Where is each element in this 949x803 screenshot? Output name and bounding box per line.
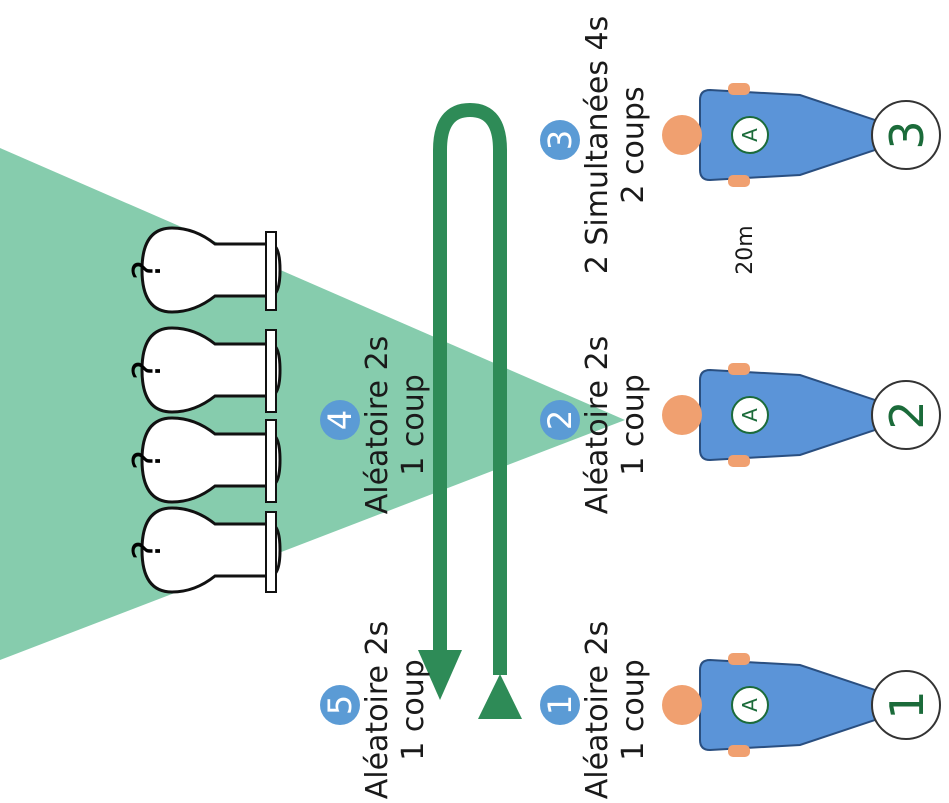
station-line1: Aléatoire 2s — [360, 336, 395, 515]
target-question-mark: ? — [125, 260, 169, 280]
station-number: 4 — [321, 410, 359, 430]
shooter-1: A — [661, 652, 909, 758]
station-badge — [320, 685, 360, 725]
station-line1: Aléatoire 2s — [580, 336, 615, 515]
shooter-letter: A — [738, 408, 762, 422]
shooter-letter: A — [738, 128, 762, 142]
station-line2: 1 coup — [616, 374, 651, 476]
station-badge — [320, 400, 360, 440]
target-rail — [265, 231, 277, 311]
station-label-4: 4 Aléatoire 2s 1 coup — [320, 336, 431, 515]
station-label-1: 1 Aléatoire 2s 1 coup — [540, 621, 651, 800]
position-number: 1 — [880, 690, 934, 719]
target-question-mark: ? — [125, 450, 169, 470]
station-line2: 2 coups — [616, 86, 651, 203]
station-line1: Aléatoire 2s — [360, 621, 395, 800]
station-number: 3 — [541, 130, 579, 150]
station-label-2: 2 Aléatoire 2s 1 coup — [540, 336, 651, 515]
station-label-5: 5 Aléatoire 2s 1 coup — [320, 621, 431, 800]
target-rail — [265, 419, 277, 503]
target-question-mark: ? — [125, 360, 169, 380]
station-badge — [540, 400, 580, 440]
shooting-zone — [0, 148, 625, 660]
station-label-3: 3 2 Simultanées 4s 2 coups — [540, 16, 651, 275]
station-number: 2 — [541, 410, 579, 430]
target-row: ? ? ? ? — [125, 226, 282, 594]
target-question-mark: ? — [125, 540, 169, 560]
station-badge — [540, 120, 580, 160]
arrow-head-down — [418, 650, 462, 700]
firing-position-1: 1 — [871, 670, 941, 740]
arrow-head-up — [478, 674, 522, 719]
target-rail — [265, 511, 277, 593]
firing-position-3: 3 — [871, 100, 941, 170]
shooter-letter: A — [738, 698, 762, 712]
station-line1: 2 Simultanées 4s — [580, 16, 615, 275]
station-line1: Aléatoire 2s — [580, 621, 615, 800]
station-line2: 1 coup — [396, 374, 431, 476]
shooter-2: A — [661, 362, 909, 468]
shooter-3: A — [661, 82, 909, 188]
station-line2: 1 coup — [396, 659, 431, 761]
movement-arrow — [418, 103, 522, 719]
station-line2: 1 coup — [616, 659, 651, 761]
target-rail — [265, 329, 277, 413]
firing-position-2: 2 — [871, 380, 941, 450]
station-number: 5 — [321, 695, 359, 715]
position-number: 2 — [880, 400, 934, 429]
station-number: 1 — [541, 695, 579, 715]
position-number: 3 — [880, 120, 934, 149]
distance-label: 20m — [733, 225, 758, 274]
station-badge — [540, 685, 580, 725]
